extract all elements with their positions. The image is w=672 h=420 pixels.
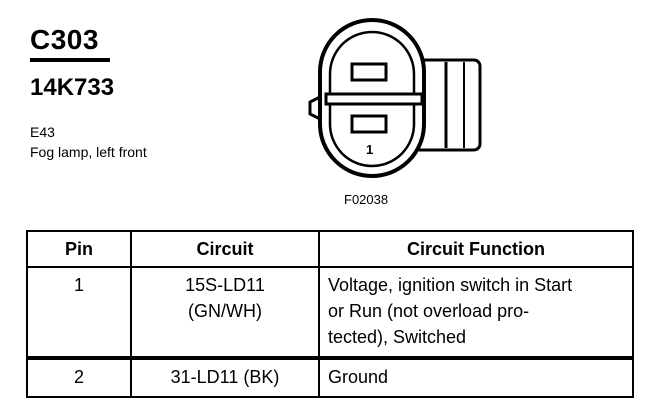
function-line: Ground [328,367,389,387]
location-code: E43 [30,124,55,140]
connector-key-bar [324,92,424,106]
pin-table: Pin Circuit Circuit Function 1 15S-LD11 … [26,230,634,398]
pin-number: 2 [26,356,132,398]
header-pin: Pin [26,230,132,268]
connector-id: C303 [30,24,99,55]
header-circuit-function: Circuit Function [318,230,634,268]
part-number: 14K733 [30,74,115,101]
circuit-function: Ground [318,356,634,398]
connector-id-underline [30,58,110,62]
pin-table-header-row: Pin Circuit Circuit Function [26,230,634,268]
terminal-cavity-2 [350,62,388,82]
header-circuit: Circuit [130,230,320,268]
circuit-code: 15S-LD11 (GN/WH) [130,266,320,359]
figure-id: F02038 [344,192,389,207]
connector-face-diagram: 1 [308,18,482,178]
circuit-code: 31-LD11 (BK) [130,356,320,398]
circuit-function: Voltage, ignition switch in Start or Run… [318,266,634,359]
connector-description: Fog lamp, left front [30,144,147,160]
table-row: 1 15S-LD11 (GN/WH) Voltage, ignition swi… [26,266,634,359]
circuit-line: 31-LD11 (BK) [170,367,280,387]
table-row: 2 31-LD11 (BK) Ground [26,356,634,398]
pin-number: 1 [26,266,132,359]
function-line: tected), Switched [328,327,467,347]
circuit-line: (GN/WH) [188,301,262,321]
circuit-line: 15S-LD11 [185,275,265,295]
terminal-cavity-1 [350,114,388,134]
function-line: or Run (not overload pro- [328,301,530,321]
terminal-pin-label: 1 [366,142,373,157]
function-line: Voltage, ignition switch in Start [328,275,573,295]
